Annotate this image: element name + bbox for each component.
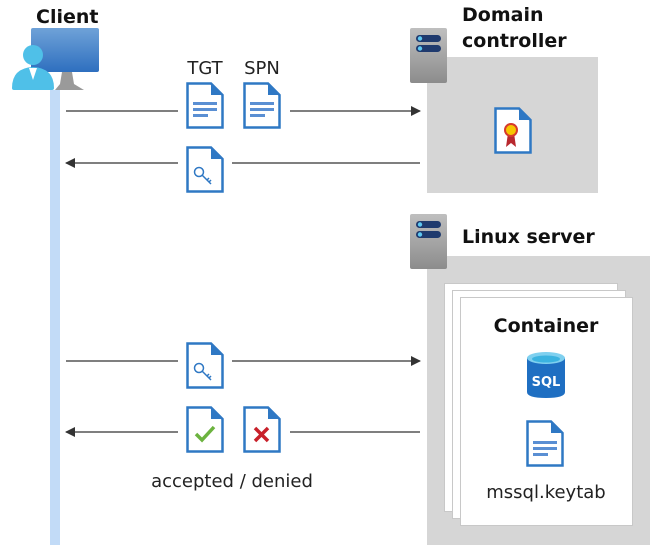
tgt-document-icon (186, 82, 224, 129)
sql-database-icon: SQL (527, 352, 565, 398)
linux-server-icon (410, 214, 447, 269)
linux-server-label: Linux server (462, 226, 595, 248)
service-ticket-key-icon (186, 146, 224, 193)
keytab-label: mssql.keytab (486, 482, 605, 503)
spn-document-icon (243, 82, 281, 129)
accepted-check-icon (186, 406, 224, 453)
client-label: Client (36, 6, 98, 28)
client-lifeline (50, 90, 60, 545)
denied-x-icon (243, 406, 281, 453)
client-icon (12, 28, 99, 90)
tgt-label: TGT (186, 58, 223, 79)
service-ticket-key-icon-2 (186, 342, 224, 389)
certificate-icon (494, 107, 532, 154)
keytab-file-icon (526, 420, 564, 467)
domain-controller-label-line1: Domain (462, 4, 543, 26)
container-card-front (460, 297, 633, 526)
sql-label: SQL (532, 375, 561, 390)
domain-controller-server-icon (410, 28, 447, 83)
container-label: Container (494, 315, 599, 337)
result-label: accepted / denied (151, 471, 313, 492)
spn-label: SPN (244, 58, 280, 79)
domain-controller-label-line2: controller (462, 30, 567, 52)
